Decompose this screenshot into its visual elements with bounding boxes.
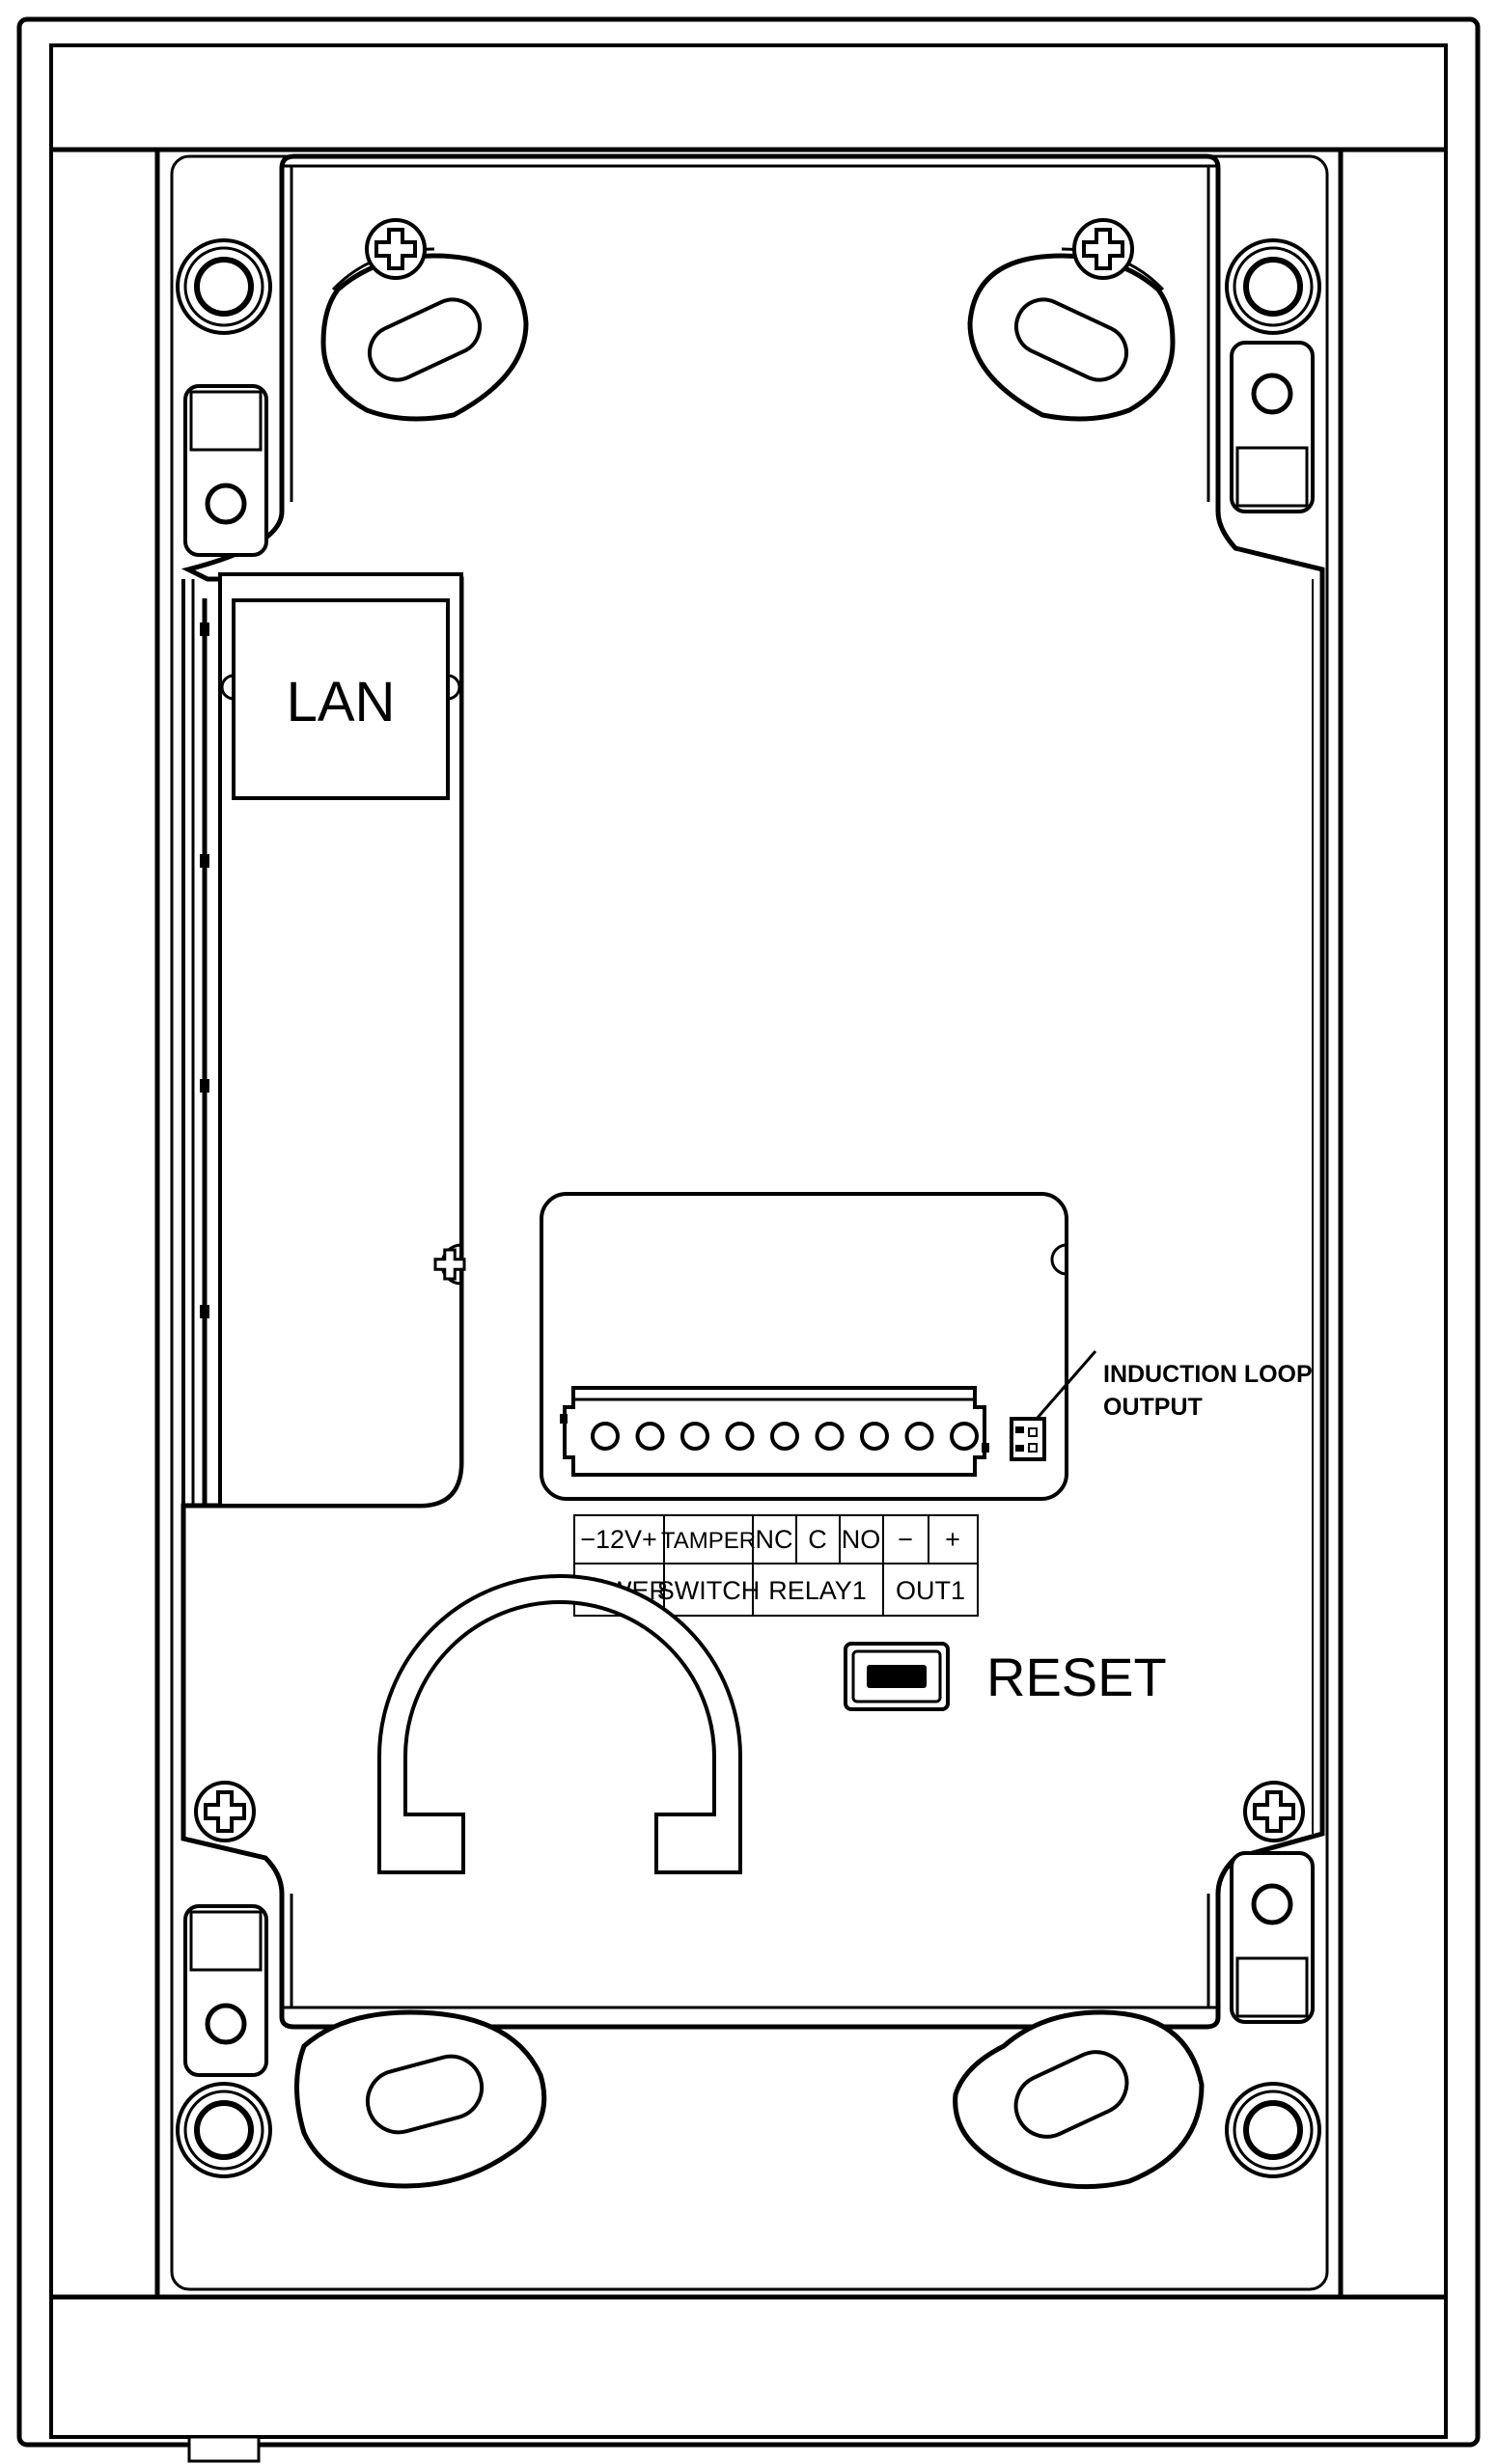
terminal-pin <box>815 1422 845 1451</box>
terminal-pin <box>950 1422 979 1451</box>
terminal-pin <box>770 1422 799 1451</box>
lan-board: LAN <box>218 572 466 1508</box>
screw-icon <box>194 1781 256 1842</box>
cable-arch <box>377 1574 742 1874</box>
corner-post-icon <box>1227 240 1319 333</box>
induction-loop-connector <box>1010 1417 1046 1461</box>
keyhole-slot-top-right <box>967 247 1176 422</box>
terminal-out-minus: − <box>898 1525 913 1554</box>
terminal-pin <box>904 1422 934 1451</box>
terminal-pin <box>725 1422 755 1451</box>
terminal-power-voltage: −12V+ <box>580 1525 657 1554</box>
terminal-pin <box>591 1422 620 1451</box>
terminal-out-plus: + <box>945 1525 960 1554</box>
screw-icon <box>1243 1781 1305 1842</box>
latch-clip-icon <box>185 386 266 555</box>
mounting-plate <box>180 153 1325 2030</box>
terminal-pin <box>635 1422 665 1451</box>
terminal-no: NO <box>842 1525 881 1554</box>
terminal-pins <box>591 1422 979 1451</box>
induction-loop-label-line2: OUTPUT <box>1103 1394 1203 1421</box>
terminal-relay1-label: RELAY1 <box>768 1576 867 1605</box>
terminal-out1-label: OUT1 <box>896 1576 965 1605</box>
reset-label: RESET <box>986 1647 1167 1707</box>
induction-loop-callout: INDUCTION LOOP OUTPUT <box>1035 1350 1313 1421</box>
terminal-pin <box>680 1422 709 1451</box>
lan-port <box>232 598 450 800</box>
corner-post-icon <box>178 2084 270 2176</box>
corner-post-icon <box>178 240 270 333</box>
terminal-tamper: TAMPER <box>661 1528 756 1554</box>
keyhole-slot-bottom-left <box>294 2009 547 2189</box>
latch-clip-icon <box>1232 343 1313 512</box>
terminal-c: C <box>808 1525 827 1554</box>
reset-button[interactable]: RESET <box>844 1642 1167 1711</box>
terminal-switch-label: SWITCH <box>657 1576 760 1605</box>
terminal-pin <box>860 1422 889 1451</box>
screw-icon <box>365 218 427 280</box>
latch-clip-icon <box>185 1906 266 2075</box>
induction-loop-label-line1: INDUCTION LOOP <box>1103 1361 1313 1388</box>
terminal-nc: NC <box>756 1525 793 1554</box>
lan-label: LAN <box>287 671 396 734</box>
latch-clip-icon <box>1232 1853 1313 2022</box>
keyhole-slot-top-left <box>320 247 529 422</box>
screw-icon <box>1072 218 1134 280</box>
keyhole-slot-bottom-right <box>953 2009 1205 2190</box>
terminal-board <box>540 1192 1068 1501</box>
terminal-block <box>560 1386 989 1477</box>
board-screw-icon <box>433 1248 466 1281</box>
corner-post-icon <box>1227 2084 1319 2176</box>
